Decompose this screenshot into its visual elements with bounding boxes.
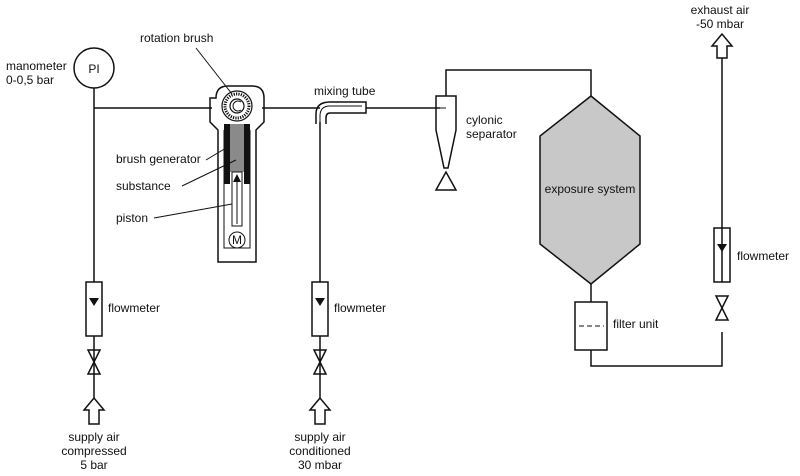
motor-symbol: M: [232, 233, 242, 247]
rotation-brush-label: rotation brush: [140, 31, 213, 45]
manometer-label: manometer: [6, 59, 67, 73]
mixing-tube-label: mixing tube: [314, 84, 376, 98]
supply-middle-line3: 30 mbar: [298, 458, 342, 472]
flowmeter-middle: flowmeter: [311, 281, 386, 337]
flowmeter-middle-label: flowmeter: [334, 301, 386, 315]
flowmeter-right: flowmeter: [713, 227, 789, 283]
valve-middle-icon: [312, 349, 328, 375]
supply-middle-line1: supply air: [294, 430, 345, 444]
supply-arrow-left-icon: [82, 396, 106, 425]
manometer-range: 0-0,5 bar: [6, 73, 54, 87]
motor-icon: [228, 231, 246, 249]
exhaust-arrow-icon: [710, 32, 734, 59]
cyclone-separator: cylonic separator: [434, 95, 517, 191]
flowmeter-left: flowmeter: [85, 281, 160, 337]
cyclone-label-line2: separator: [466, 127, 517, 141]
filter-unit-label: filter unit: [613, 317, 659, 331]
filter-unit: filter unit: [574, 301, 659, 351]
exposure-system-label: exposure system: [545, 182, 636, 196]
substance-label: substance: [116, 179, 171, 193]
valve-right-icon: [714, 295, 730, 321]
supply-arrow-middle-icon: [308, 396, 332, 425]
brush-generator: M: [209, 85, 265, 263]
manometer-symbol: PI: [88, 62, 99, 76]
piston-label: piston: [116, 211, 148, 225]
piston: [231, 171, 243, 227]
manometer: PI manometer 0-0,5 bar: [6, 47, 115, 89]
mixing-tube: mixing tube: [314, 84, 376, 124]
supply-left-line2: compressed: [61, 444, 126, 458]
supply-left-line3: 5 bar: [80, 458, 107, 472]
cyclone-label-line1: cylonic: [466, 113, 503, 127]
brush-generator-label: brush generator: [116, 152, 201, 166]
substance-column: [230, 124, 244, 172]
exhaust-line1: exhaust air: [691, 3, 750, 17]
exhaust-label: exhaust air -50 mbar: [691, 3, 750, 31]
supply-middle-label: supply air conditioned 30 mbar: [289, 430, 350, 472]
valve-left-icon: [86, 349, 102, 375]
supply-left-label: supply air compressed 5 bar: [61, 430, 126, 472]
flowmeter-left-label: flowmeter: [108, 301, 160, 315]
brush-generator-labels: rotation brush brush generator substance…: [116, 31, 237, 225]
exhaust-line2: -50 mbar: [696, 17, 744, 31]
manometer-gauge: [73, 47, 115, 89]
supply-left-line1: supply air: [68, 430, 119, 444]
flowmeter-right-label: flowmeter: [737, 249, 789, 263]
exposure-system: exposure system: [539, 95, 641, 285]
supply-middle-line2: conditioned: [289, 444, 350, 458]
